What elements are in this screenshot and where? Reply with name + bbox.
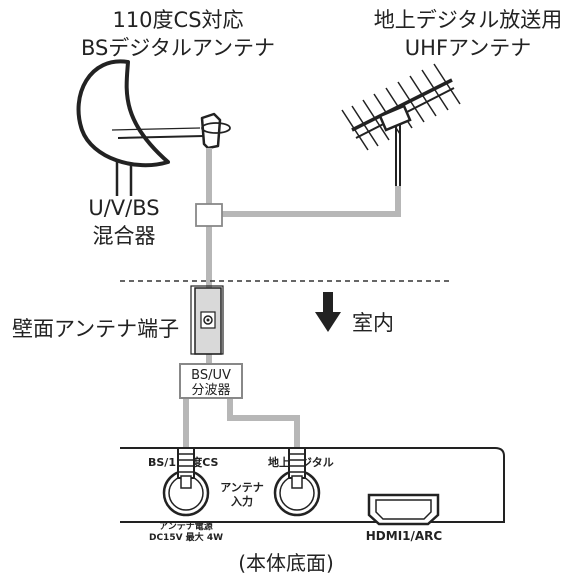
uhf-antenna-title-2: UHFアンテナ [405,36,531,60]
mixer-box [195,203,223,227]
antenna-input-label-2: 入力 [231,494,253,508]
hdmi-port [367,493,440,526]
uhf-yagi-antenna [341,63,461,186]
mixer-label-2: 混合器 [93,224,156,248]
bs-antenna-title-1: 110度CS対応 [112,8,243,32]
antenna-power-label-2: DC15V 最大 4W [149,531,223,543]
splitter-label-1: BS/UV [191,368,231,383]
down-arrow-icon [315,292,341,332]
uhf-antenna-title-1: 地上デジタル放送用 [374,8,563,32]
bs-antenna-title-2: BSデジタルアンテナ [81,36,275,60]
splitter-box [179,363,243,399]
mixer-label-1: U/V/BS [88,196,159,220]
antenna-power-label-1: アンテナ電源 [159,520,213,532]
antenna-input-label-1: アンテナ [220,481,264,494]
hdmi-label: HDMI1/ARC [366,529,443,543]
coax-cables [183,148,401,448]
splitter-label-2: 分波器 [191,383,230,398]
bs-dish-antenna [76,59,231,196]
bs-cs-input-connector [162,447,210,517]
wall-terminal-label: 壁面アンテナ端子 [12,317,179,341]
terrestrial-input-connector [273,447,321,517]
wall-antenna-terminal [190,285,224,355]
caption: (本体底面) [238,551,334,575]
indoor-label: 室内 [352,311,394,335]
